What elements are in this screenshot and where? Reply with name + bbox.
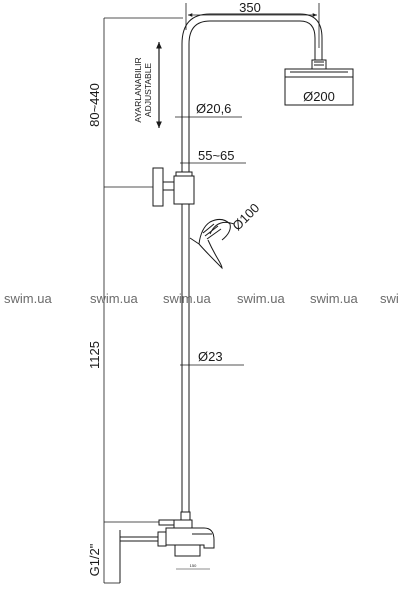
riser-upper-diameter-label: Ø20,6 xyxy=(196,101,231,116)
watermark-row: swim.ua swim.ua swim.ua swim.ua swim.ua … xyxy=(4,291,399,306)
adjustable-text-en: ADJUSTABLE xyxy=(143,63,153,117)
inlet-thread-label: G1/2" xyxy=(87,543,102,576)
width-label: 350 xyxy=(239,0,261,15)
overhead-shower xyxy=(284,59,354,106)
riser-lower-diameter-label: Ø23 xyxy=(198,349,223,364)
lower-length-label: 1125 xyxy=(87,341,102,369)
head-diameter-label: Ø200 xyxy=(303,89,335,104)
watermark-text: swim.ua xyxy=(4,291,52,306)
height-dimension xyxy=(103,17,183,584)
watermark-text: swi xyxy=(380,291,399,306)
valve-offset-label: 150 xyxy=(190,563,197,568)
adjustable-text-tr: AYARLANABILIR xyxy=(133,57,143,122)
hand-shower-diameter-label: Ø100 xyxy=(229,200,262,233)
hand-shower xyxy=(189,218,235,270)
mixer-valve xyxy=(119,511,215,583)
adjust-range-label: 80~440 xyxy=(87,83,102,127)
watermark-text: swim.ua xyxy=(310,291,358,306)
watermark-text: swim.ua xyxy=(237,291,285,306)
diameter-leaders xyxy=(175,116,246,366)
width-dimension xyxy=(185,3,320,48)
wall-bracket xyxy=(152,167,195,207)
watermark-text: swim.ua xyxy=(90,291,138,306)
bracket-offset-label: 55~65 xyxy=(198,148,235,163)
watermark-text: swim.ua xyxy=(163,291,211,306)
